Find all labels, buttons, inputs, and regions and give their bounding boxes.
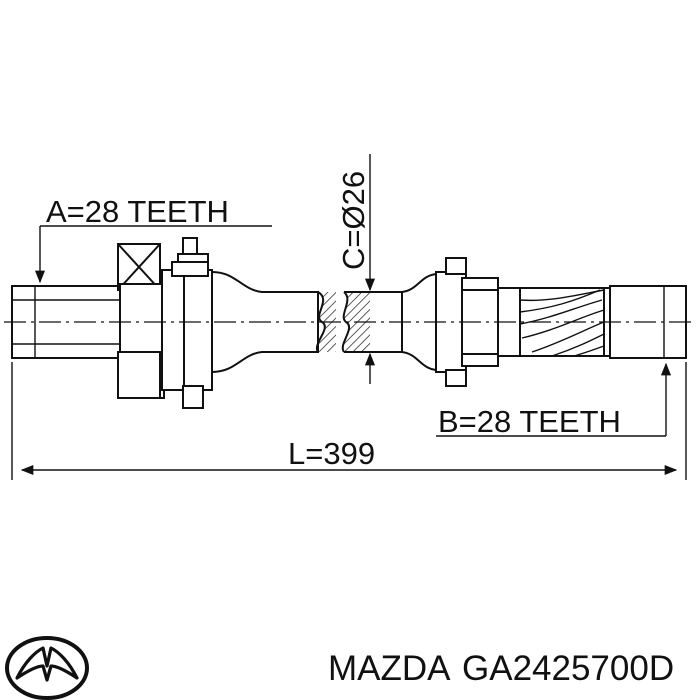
dimension-a: A=28 TEETH [34,194,272,284]
brand-name: MAZDA [328,649,451,688]
shaft-left-section [11,237,336,409]
label-spline-a: A=28 TEETH [46,194,229,229]
mazda-logo-icon [5,636,89,700]
part-number: GA2425700D [462,649,674,688]
dimension-b: B=28 TEETH [436,362,672,439]
label-diameter-c: C=Ø26 [336,171,371,270]
label-length-l: L=399 [288,436,375,471]
label-spline-b: B=28 TEETH [438,404,621,439]
dimension-l: L=399 [11,362,687,480]
dimension-c: C=Ø26 [336,154,376,384]
flange-collar [161,269,213,391]
